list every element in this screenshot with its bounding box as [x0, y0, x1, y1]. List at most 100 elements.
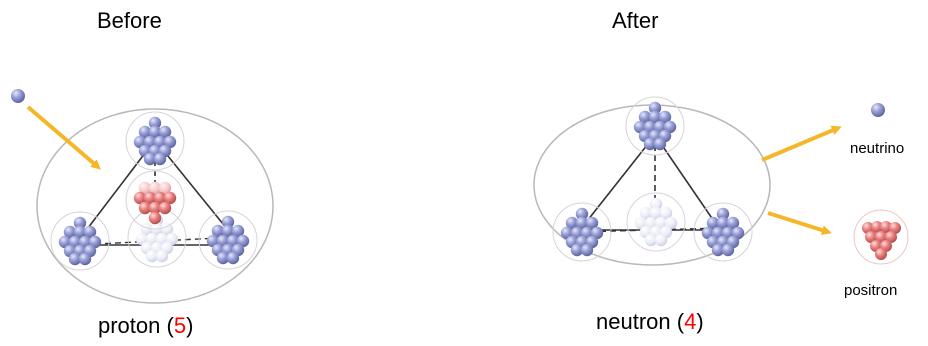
- blue-nucleon: [231, 224, 245, 238]
- cluster-halo: [625, 96, 685, 156]
- neutrino-arrow: [761, 125, 842, 162]
- proton-count: 5: [173, 313, 187, 338]
- proton-left-cluster: [50, 211, 110, 271]
- positron-ball: [865, 231, 877, 243]
- positron-ball: [875, 231, 887, 243]
- proton-caption: proton (5): [98, 313, 193, 339]
- blue-nucleon: [158, 125, 172, 139]
- red-nucleon: [158, 181, 172, 195]
- proton-diagram: [36, 108, 274, 304]
- neutrino-label: neutrino: [850, 140, 905, 157]
- neutron-caption-open: (: [670, 309, 685, 334]
- blue-nucleon: [138, 125, 152, 139]
- red-nucleon: [158, 201, 172, 215]
- blue-nucleon: [721, 243, 735, 257]
- blue-nucleon: [226, 251, 240, 265]
- ghost-nucleon: [160, 222, 174, 236]
- cluster-halo: [626, 192, 686, 252]
- ghost-nucleon: [659, 206, 673, 220]
- blue-nucleon: [648, 110, 662, 124]
- proton-center-red-cluster: [125, 170, 185, 230]
- blue-nucleon: [711, 243, 725, 257]
- positron-particle: [853, 209, 909, 265]
- blue-nucleon: [570, 243, 584, 257]
- blue-nucleon: [63, 225, 77, 239]
- blue-nucleon: [153, 152, 167, 166]
- ghost-nucleon: [145, 249, 159, 263]
- blue-nucleon: [706, 216, 720, 230]
- blue-nucleon: [638, 110, 652, 124]
- blue-nucleon: [68, 252, 82, 266]
- ghost-nucleon: [155, 249, 169, 263]
- proton-right-cluster: [198, 210, 258, 270]
- incoming-particle: [11, 89, 25, 103]
- red-nucleon: [153, 191, 167, 205]
- blue-nucleon: [575, 207, 589, 221]
- cluster-halo: [693, 202, 753, 262]
- blue-nucleon: [585, 216, 599, 230]
- proton-top-cluster: [125, 111, 185, 171]
- blue-nucleon: [565, 216, 579, 230]
- proton-caption-close: ): [186, 313, 194, 338]
- blue-nucleon: [73, 225, 87, 239]
- before-heading: Before: [97, 8, 162, 33]
- cluster-halo: [125, 170, 185, 230]
- proton-caption-open: (: [160, 313, 174, 338]
- ghost-nucleon: [644, 233, 658, 247]
- proton-outline: [36, 108, 274, 304]
- cluster-halo: [125, 111, 185, 171]
- cluster-halo: [50, 211, 110, 271]
- blue-nucleon: [211, 224, 225, 238]
- red-nucleon: [143, 191, 157, 205]
- ghost-nucleon: [649, 206, 663, 220]
- positron-ball: [880, 221, 892, 233]
- ghost-nucleon: [140, 222, 154, 236]
- neutron-count: 4: [684, 309, 697, 334]
- neutron-diagram: [533, 96, 771, 266]
- blue-nucleon: [726, 216, 740, 230]
- blue-nucleon: [658, 110, 672, 124]
- blue-nucleon: [73, 216, 87, 230]
- neutron-back-cluster: [626, 192, 686, 252]
- blue-nucleon: [83, 225, 97, 239]
- blue-nucleon: [221, 224, 235, 238]
- blue-nucleon: [653, 137, 667, 151]
- positron-label: positron: [844, 282, 898, 299]
- ghost-nucleon: [639, 206, 653, 220]
- blue-nucleon: [643, 137, 657, 151]
- red-nucleon: [133, 191, 147, 205]
- red-nucleon: [148, 181, 162, 195]
- red-nucleon: [138, 181, 152, 195]
- blue-nucleon: [148, 125, 162, 139]
- incoming-arrow: [26, 105, 102, 170]
- neutron-left-cluster: [552, 202, 612, 262]
- blue-nucleon: [221, 215, 235, 229]
- blue-nucleon: [148, 116, 162, 130]
- proton-caption-name: proton: [98, 313, 161, 338]
- cluster-halo: [552, 202, 612, 262]
- cluster-halo: [198, 210, 258, 270]
- blue-nucleon: [575, 216, 589, 230]
- neutrino-particle: [871, 103, 885, 117]
- red-nucleon: [138, 201, 152, 215]
- ghost-nucleon: [654, 233, 668, 247]
- blue-nucleon: [78, 252, 92, 266]
- blue-nucleon: [580, 243, 594, 257]
- blue-nucleon: [716, 216, 730, 230]
- neutron-caption-name: neutron: [596, 309, 671, 334]
- positron-ball: [885, 231, 897, 243]
- positron-arrow: [767, 211, 832, 235]
- blue-nucleon: [216, 251, 230, 265]
- blue-nucleon: [648, 101, 662, 115]
- positron-ball: [871, 221, 883, 233]
- neutron-caption: neutron (4): [596, 309, 704, 335]
- red-nucleon: [148, 211, 162, 225]
- proton-back-cluster: [127, 208, 187, 268]
- after-heading: After: [612, 8, 659, 33]
- neutron-right-cluster: [693, 202, 753, 262]
- blue-nucleon: [716, 207, 730, 221]
- red-nucleon: [163, 191, 177, 205]
- neutron-caption-close: ): [696, 309, 704, 334]
- positron-ball: [875, 248, 887, 260]
